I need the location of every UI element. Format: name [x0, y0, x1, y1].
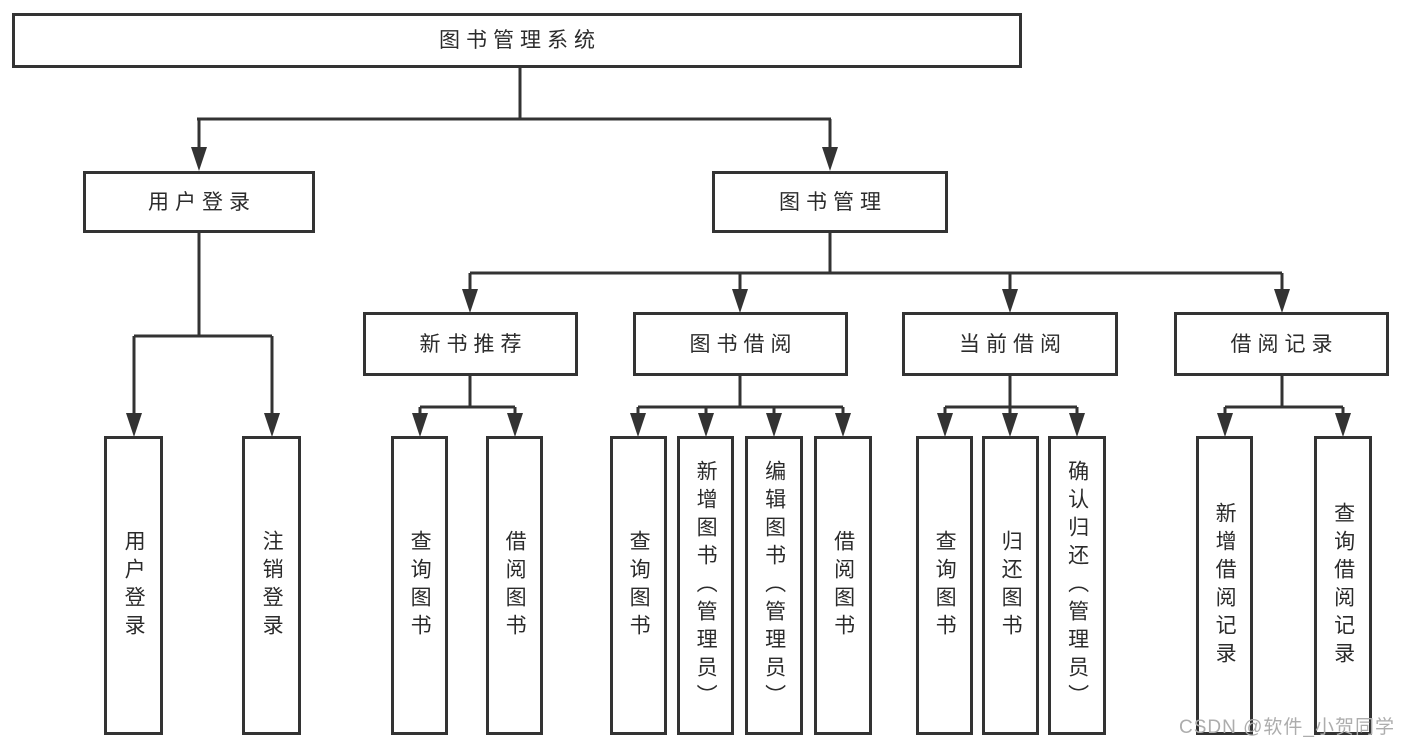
csdn-watermark: CSDN @软件_小贺同学 — [1179, 717, 1395, 738]
node-book-borrow: 图书借阅 — [633, 312, 848, 376]
leaf-bb-edit-book-admin: 编辑图书（管理员） — [745, 436, 803, 735]
connector-current-borrow-branch — [943, 376, 1079, 418]
leaf-rec-query-record: 查询借阅记录 — [1314, 436, 1372, 735]
arrow-down-icon — [1069, 413, 1085, 437]
leaf-cb-query-book-label: 查询图书 — [933, 529, 957, 642]
arrow-down-icon — [835, 413, 851, 437]
leaf-cb-query-book: 查询图书 — [916, 436, 973, 735]
arrow-down-icon — [462, 289, 478, 313]
leaf-cb-confirm-return-admin: 确认归还（管理员） — [1048, 436, 1106, 735]
node-root-label: 图书管理系统 — [439, 29, 601, 52]
connector-user-login-branch — [132, 233, 274, 416]
connector-borrow-record-branch — [1223, 376, 1345, 418]
arrow-down-icon — [630, 413, 646, 437]
node-book-mgmt-label: 图书管理 — [779, 190, 887, 214]
arrow-down-icon — [732, 289, 748, 313]
leaf-bb-edit-book-admin-label: 编辑图书（管理员） — [762, 459, 786, 712]
node-user-login-label: 用户登录 — [148, 190, 256, 214]
arrow-down-icon — [507, 413, 523, 437]
arrow-down-icon — [1217, 413, 1233, 437]
arrow-down-icon — [1335, 413, 1351, 437]
node-new-book-rec-label: 新书推荐 — [419, 332, 528, 356]
arrow-down-icon — [264, 413, 280, 437]
leaf-nbr-borrow-book: 借阅图书 — [486, 436, 543, 735]
leaf-user-login: 用户登录 — [104, 436, 163, 735]
leaf-bb-borrow-book-label: 借阅图书 — [831, 529, 855, 642]
node-current-borrow-label: 当前借阅 — [959, 332, 1067, 356]
leaf-cb-return-book-label: 归还图书 — [999, 529, 1023, 642]
leaf-logout: 注销登录 — [242, 436, 301, 735]
leaf-user-login-label: 用户登录 — [122, 529, 146, 642]
leaf-bb-query-book: 查询图书 — [610, 436, 667, 735]
arrow-down-icon — [822, 147, 838, 171]
node-book-mgmt: 图书管理 — [712, 171, 948, 233]
leaf-rec-query-record-label: 查询借阅记录 — [1331, 501, 1355, 670]
arrow-down-icon — [412, 413, 428, 437]
leaf-bb-query-book-label: 查询图书 — [627, 529, 651, 642]
arrow-down-icon — [191, 147, 207, 171]
arrow-down-icon — [1002, 413, 1018, 437]
connector-new-book-branch — [418, 376, 517, 418]
connector-book-mgmt-branch — [468, 233, 1284, 294]
leaf-cb-return-book: 归还图书 — [982, 436, 1039, 735]
leaf-rec-add-record-label: 新增借阅记录 — [1213, 501, 1237, 670]
node-root: 图书管理系统 — [12, 13, 1022, 68]
leaf-nbr-query-book-label: 查询图书 — [408, 529, 432, 642]
node-current-borrow: 当前借阅 — [902, 312, 1118, 376]
connector-book-borrow-branch — [636, 376, 845, 418]
arrow-down-icon — [1002, 289, 1018, 313]
leaf-bb-borrow-book: 借阅图书 — [814, 436, 872, 735]
node-borrow-record-label: 借阅记录 — [1230, 332, 1339, 356]
leaf-nbr-borrow-book-label: 借阅图书 — [503, 529, 527, 642]
leaf-bb-add-book-admin-label: 新增图书（管理员） — [694, 459, 718, 712]
leaf-logout-label: 注销登录 — [260, 529, 284, 642]
arrow-down-icon — [766, 413, 782, 437]
arrow-down-icon — [698, 413, 714, 437]
node-new-book-rec: 新书推荐 — [363, 312, 578, 376]
arrow-down-icon — [1274, 289, 1290, 313]
leaf-nbr-query-book: 查询图书 — [391, 436, 448, 735]
leaf-bb-add-book-admin: 新增图书（管理员） — [677, 436, 734, 735]
node-book-borrow-label: 图书借阅 — [689, 332, 798, 356]
node-borrow-record: 借阅记录 — [1174, 312, 1389, 376]
arrow-down-icon — [937, 413, 953, 437]
arrow-down-icon — [126, 413, 142, 437]
node-user-login: 用户登录 — [83, 171, 315, 233]
leaf-rec-add-record: 新增借阅记录 — [1196, 436, 1253, 735]
leaf-cb-confirm-return-admin-label: 确认归还（管理员） — [1065, 459, 1089, 712]
connector-root — [197, 68, 832, 152]
